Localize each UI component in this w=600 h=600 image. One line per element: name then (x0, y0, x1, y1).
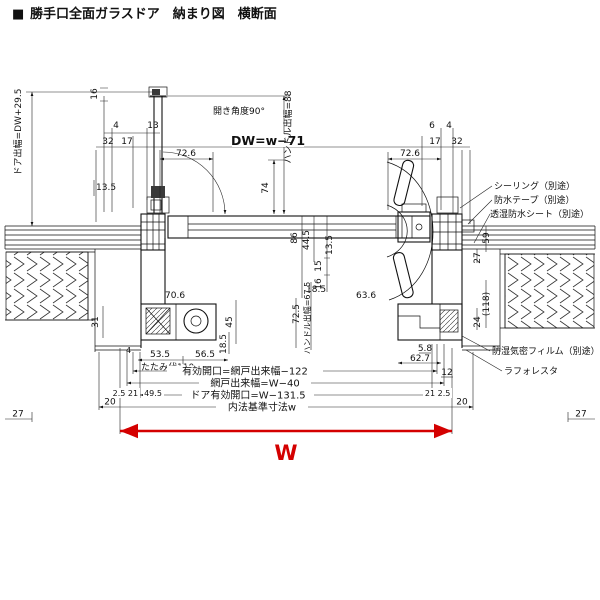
waterproof-sheet-note: 透湿防水シート（別途） (490, 208, 589, 220)
door-projection-label: ドア出幅=DW+29.5 (12, 89, 24, 176)
dim-12: 12 (441, 368, 452, 378)
dim-13-5-center: 13.5 (325, 235, 335, 255)
dim-20-right: 20 (456, 398, 468, 408)
door-handle-swing (386, 159, 434, 301)
left-wall-section (4, 225, 141, 352)
page-title: 勝手口全面ガラスドア 納まり図 横断面 (30, 6, 277, 22)
dim-15: 15 (314, 260, 324, 271)
dim-17-top-right: 17 (429, 137, 440, 147)
dim-31: 31 (91, 316, 101, 327)
dim-32-top-right: 32 (451, 137, 462, 147)
left-jamb-frame (140, 86, 227, 304)
base-dimension-label: 内法基準寸法w (228, 401, 296, 414)
dim-27-bottom-right: 27 (575, 410, 586, 420)
dim-72-5: 72.5 (292, 304, 302, 324)
waterproof-tape-note: 防水テープ（別途） (494, 194, 574, 206)
dim-13-top-left: 13 (147, 121, 158, 131)
bottom-left-assembly (140, 303, 217, 348)
dim-72-6-left: 72.6 (176, 149, 196, 159)
effective-opening-label: 有効開口=網戸出来幅−122 (182, 365, 308, 378)
moisture-film-note: 防湿気密フィルム（別途） (492, 345, 600, 357)
dim-86: 86 (290, 232, 300, 244)
handle-width-top-label: ハンドル出幅=88 (282, 90, 294, 163)
bottom-right-assembly (397, 303, 463, 341)
dim-4-bottom-left: 4 (126, 346, 131, 355)
middle-dimensions: 13.5 74 59 27 86 44.5 13.5 15 16 18.5 72… (91, 180, 492, 355)
dim-62-7: 62.7 (410, 354, 430, 364)
dim-2-5-right: 2.5 (438, 389, 451, 398)
title-bullet-icon: ■ (12, 7, 24, 22)
dim-16-center: 16 (314, 278, 324, 290)
w-dimension: W (120, 423, 452, 465)
screen-width-label: 網戸出来幅=W−40 (210, 377, 299, 390)
dim-32-top-left: 32 (102, 137, 113, 147)
door-leaf-section (167, 203, 431, 243)
dim-49-5: 49.5 (144, 389, 162, 398)
dim-5-8: 5.8 (418, 344, 433, 354)
dim-21-right: 21 (425, 389, 435, 398)
dim-44-5: 44.5 (302, 230, 312, 250)
dim-63-6: 63.6 (356, 291, 376, 301)
dim-45: 45 (225, 316, 235, 327)
w-dimension-label: W (274, 441, 297, 465)
dim-4-top-left: 4 (113, 121, 119, 131)
dim-70-6: 70.6 (165, 291, 185, 301)
dim-74: 74 (261, 182, 271, 194)
dim-13-5-left: 13.5 (96, 183, 116, 193)
dim-20-left: 20 (104, 398, 116, 408)
dim-21-left: 21 (128, 389, 138, 398)
dim-56-5: 56.5 (195, 350, 215, 360)
dim-18-5-left: 18.5 (219, 334, 229, 354)
dim-53-5: 53.5 (150, 350, 170, 360)
right-wall-section (462, 225, 596, 352)
dw-formula-label: DW=w−71 (231, 133, 305, 148)
top-dimensions: 16 ドア出幅=DW+29.5 4 32 17 13 72.6 開き角度90° … (12, 87, 471, 226)
dim-118: (118) (482, 292, 492, 316)
bottom-dimensions: 53.5 56.5 たたみ代110 5.8 62.7 12 有効開口=網戸出来幅… (5, 344, 595, 434)
dim-4-top-right: 4 (446, 121, 452, 131)
sealing-note: シーリング（別途） (494, 180, 575, 192)
dim-16-top: 16 (90, 88, 100, 100)
door-opening-label: ドア有効開口=W−131.5 (190, 389, 305, 402)
material-annotations: シーリング（別途） 防水テープ（別途） 透湿防水シート（別途） 防湿気密フィルム… (459, 180, 600, 377)
dim-17-top-left: 17 (121, 137, 132, 147)
opening-angle-label: 開き角度90° (213, 105, 265, 117)
dim-6-top-right: 6 (429, 121, 435, 131)
dim-72-6-right: 72.6 (400, 149, 420, 159)
dim-59: 59 (482, 232, 492, 244)
laforesta-note: ラフォレスタ (504, 366, 558, 377)
dim-27-right: 27 (473, 252, 483, 263)
handle-width-bottom-label: ハンドル出幅=67.5 (302, 282, 312, 355)
dim-18-5-center: 18.5 (306, 285, 326, 295)
dim-24: 24 (473, 316, 483, 328)
dim-27-bottom-left: 27 (12, 410, 23, 420)
dim-2-5-left: 2.5 (113, 389, 126, 398)
